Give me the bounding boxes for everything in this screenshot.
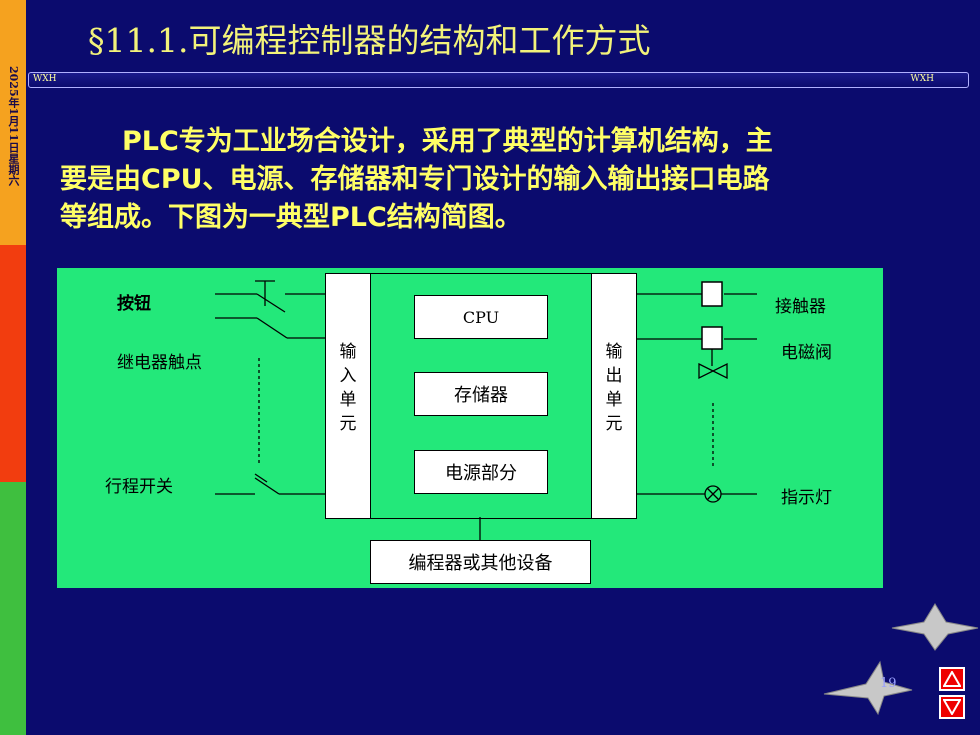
label-relay: 继电器触点 <box>117 353 202 373</box>
output-unit-label: 输 出 单 元 <box>605 342 623 434</box>
label-contactor: 接触器 <box>775 297 826 317</box>
label-indicator: 指示灯 <box>781 488 832 508</box>
triangle-down-icon <box>943 699 961 715</box>
memory-box: 存储器 <box>414 372 548 416</box>
slide-title: §11.1.可编程控制器的结构和工作方式 <box>88 21 651 60</box>
input-unit-box <box>325 273 371 519</box>
body-line-1: PLC专为工业场合设计，采用了典型的计算机结构，主 <box>122 126 773 157</box>
body-line-3: 等组成。下图为一典型PLC结构简图。 <box>60 202 522 233</box>
header-bar-left-text: WXH <box>33 74 57 84</box>
label-button: 按钮 <box>117 294 151 314</box>
body-paragraph: PLC专为工业场合设计，采用了典型的计算机结构，主 要是由CPU、电源、存储器和… <box>60 123 940 237</box>
next-slide-button[interactable] <box>939 695 965 719</box>
sidebar-orange-block <box>0 0 26 245</box>
header-bar: WXH WXH <box>28 72 969 88</box>
body-line-2: 要是由CPU、电源、存储器和专门设计的输入输出接口电路 <box>60 164 770 195</box>
prev-slide-button[interactable] <box>939 667 965 691</box>
plc-structure-diagram: 输 入 单 元 输 出 单 元 CPU 存储器 电源部分 编程器或其他设备 按钮… <box>57 268 883 588</box>
label-limit-switch: 行程开关 <box>105 477 173 497</box>
programmer-box: 编程器或其他设备 <box>370 540 591 584</box>
input-unit-label: 输 入 单 元 <box>339 342 357 434</box>
output-unit-box <box>591 273 637 519</box>
left-sidebar: 2025年1月11日星期六 <box>0 0 26 735</box>
sidebar-red-block <box>0 245 26 482</box>
label-solenoid-valve: 电磁阀 <box>781 343 832 363</box>
triangle-up-icon <box>943 671 961 687</box>
cpu-box: CPU <box>414 295 548 339</box>
star-decoration-icon <box>891 603 979 651</box>
star-page-icon <box>823 660 913 716</box>
diagram-wiring <box>215 280 757 540</box>
sidebar-date: 2025年1月11日星期六 <box>7 66 20 186</box>
page-number: 19 <box>880 676 897 691</box>
sidebar-green-block <box>0 482 26 735</box>
header-bar-right-text: WXH <box>910 74 934 84</box>
power-box: 电源部分 <box>414 450 548 494</box>
